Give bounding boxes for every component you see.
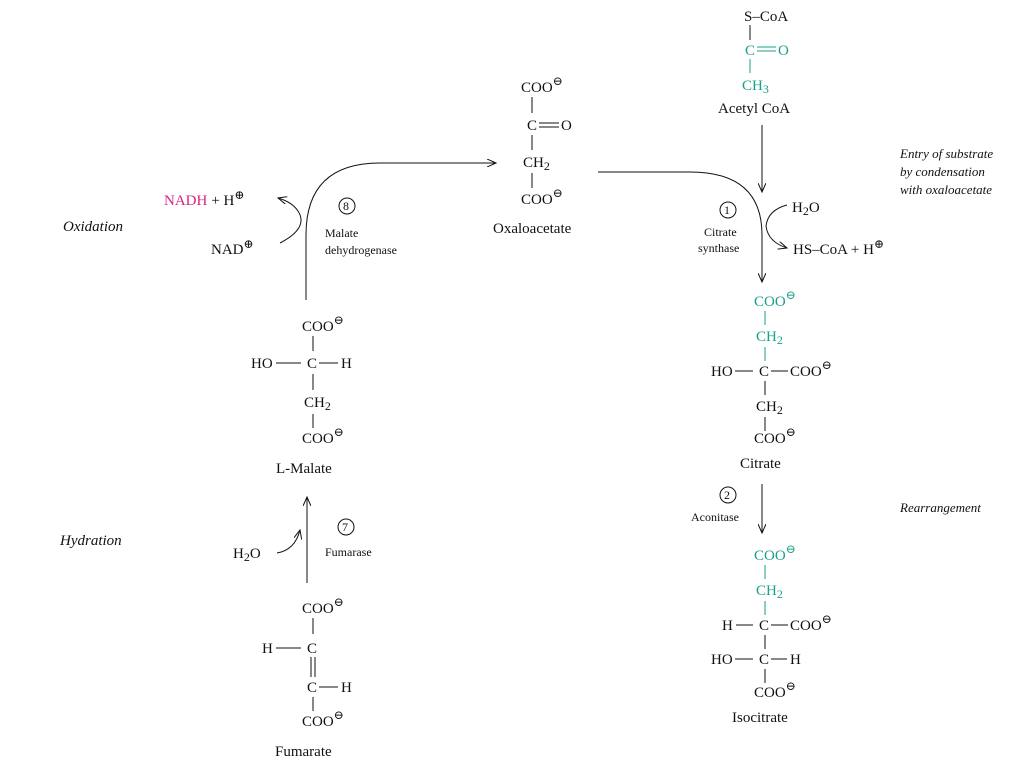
malate-structure: COO⊖ HO C H CH2 COO⊖ L-Malate	[251, 313, 352, 477]
step2-circle	[719, 486, 737, 504]
oxaloacetate-carbon: C	[527, 118, 537, 134]
fumarate-structure: COO⊖ H C C H COO⊖ Fumarate	[262, 595, 352, 760]
oxidation-label: Oxidation	[63, 219, 123, 235]
entry-label-line3: with oxaloacetate	[900, 182, 992, 197]
step2-enzyme: Aconitase	[691, 510, 739, 524]
citrate-structure: COO⊖ CH2 HO C COO⊖ CH2 COO⊖ Citrate	[711, 288, 832, 472]
malate-carbon: C	[307, 356, 317, 372]
step1-hs-coa: HS–CoA + H⊕	[793, 237, 884, 258]
step1-water: H2O	[792, 200, 820, 218]
isocitrate-ho: HO	[711, 652, 733, 668]
step2-number: 2	[724, 488, 730, 502]
citrate-name: Citrate	[740, 456, 781, 472]
citrate-coo-bottom: COO⊖	[754, 425, 796, 447]
fumarate-coo-top: COO⊖	[302, 595, 344, 617]
water-in-coa-out-arrow	[765, 204, 787, 248]
malate-coo-top: COO⊖	[302, 313, 344, 335]
isocitrate-h-right: H	[790, 652, 801, 668]
isocitrate-carbon-2: C	[759, 652, 769, 668]
oxaloacetate-structure: COO⊖ C O CH2 COO⊖ Oxaloacetate	[493, 74, 572, 237]
isocitrate-name: Isocitrate	[732, 710, 788, 726]
oxaloacetate-name: Oxaloacetate	[493, 221, 572, 237]
rearrangement-label: Rearrangement	[899, 500, 981, 515]
step8-enzyme-line2: dehydrogenase	[325, 243, 397, 257]
oxaloacetate-coo-bottom: COO⊖	[521, 186, 563, 208]
citrate-ho: HO	[711, 364, 733, 380]
malate-coo-bottom: COO⊖	[302, 425, 344, 447]
acetyl-coa-carbon: C	[745, 43, 755, 59]
isocitrate-ch2: CH2	[756, 583, 783, 601]
citrate-coo-right: COO⊖	[790, 358, 832, 380]
citrate-ch2-top: CH2	[756, 329, 783, 347]
nad-to-nadh-arrow	[278, 198, 302, 244]
citrate-ch2-bottom: CH2	[756, 399, 783, 417]
malate-h: H	[341, 356, 352, 372]
fumarate-name: Fumarate	[275, 744, 332, 760]
acetyl-coa-name: Acetyl CoA	[718, 101, 790, 117]
isocitrate-h-left: H	[722, 618, 733, 634]
oxaloacetate-oxygen: O	[561, 118, 572, 134]
step1-circle	[719, 201, 737, 219]
step1-enzyme-line2: synthase	[698, 241, 739, 255]
nadh-product: NADH+ H⊕	[164, 188, 244, 209]
step1-number: 1	[724, 203, 730, 217]
step7-circle	[337, 518, 355, 536]
malate-ho: HO	[251, 356, 273, 372]
fumarate-coo-bottom: COO⊖	[302, 708, 344, 730]
step8-number: 8	[343, 199, 349, 213]
fumarate-h-right: H	[341, 680, 352, 696]
entry-label-line1: Entry of substrate	[899, 146, 993, 161]
citrate-coo-top: COO⊖	[754, 288, 796, 310]
step7-enzyme: Fumarase	[325, 545, 372, 559]
isocitrate-carbon-1: C	[759, 618, 769, 634]
step8-arrow	[305, 163, 496, 300]
fumarate-carbon-1: C	[307, 641, 317, 657]
step7-water: H2O	[233, 546, 261, 564]
oxaloacetate-ch2: CH2	[523, 155, 550, 173]
hydration-label: Hydration	[59, 533, 122, 549]
fumarate-carbon-2: C	[307, 680, 317, 696]
isocitrate-structure: COO⊖ CH2 H C COO⊖ HO C H COO⊖ Isocitrate	[711, 542, 832, 726]
isocitrate-coo-top: COO⊖	[754, 542, 796, 564]
acetyl-coa-oxygen: O	[778, 43, 789, 59]
step1-arrow	[598, 171, 762, 282]
step1-enzyme-line1: Citrate	[704, 225, 737, 239]
step8-enzyme-line1: Malate	[325, 226, 358, 240]
citrate-carbon: C	[759, 364, 769, 380]
step7-number: 7	[342, 520, 348, 534]
isocitrate-coo-bottom: COO⊖	[754, 679, 796, 701]
oxaloacetate-coo-top: COO⊖	[521, 74, 563, 96]
nad-reactant: NAD⊕	[211, 237, 254, 258]
step8-circle	[338, 197, 356, 215]
acetyl-coa-methyl: CH3	[742, 78, 769, 96]
acetyl-coa-structure: S–CoA C O CH3 Acetyl CoA	[718, 9, 790, 117]
step7-water-arrow	[276, 530, 300, 554]
isocitrate-coo-right: COO⊖	[790, 612, 832, 634]
fumarate-h-left: H	[262, 641, 273, 657]
malate-ch2: CH2	[304, 395, 331, 413]
malate-name: L-Malate	[276, 461, 332, 477]
entry-label-line2: by condensation	[900, 164, 985, 179]
acetyl-coa-s-coa: S–CoA	[744, 9, 788, 25]
